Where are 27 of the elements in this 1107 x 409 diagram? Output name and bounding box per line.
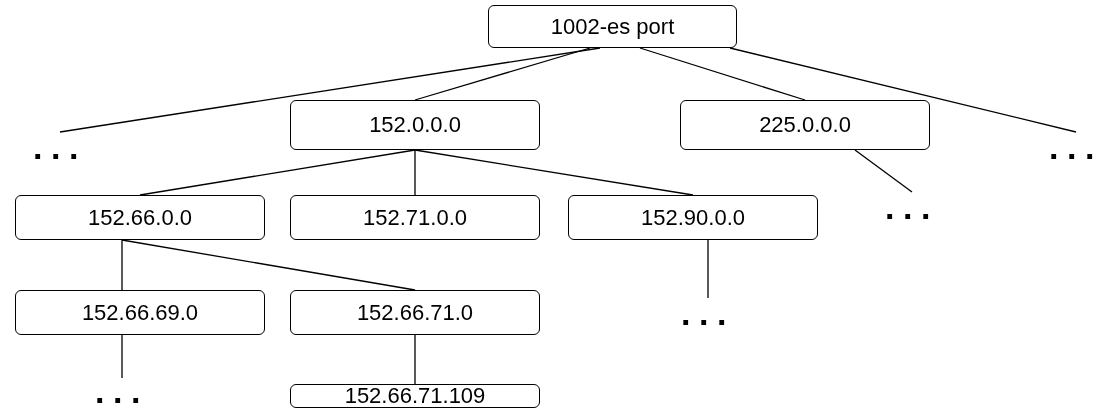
network-box: 152.66.71.109 [290, 384, 540, 408]
connector-line [414, 334, 416, 385]
connector-line [121, 239, 123, 291]
ellipsis-text: ... [1046, 130, 1106, 164]
network-box: 1002-es port [488, 5, 737, 48]
connector-line [414, 149, 416, 196]
network-box: 152.90.0.0 [568, 195, 818, 240]
connector-line [121, 334, 123, 379]
connector-line [707, 239, 709, 299]
ellipsis-text: ... [666, 296, 750, 330]
connector-line [414, 149, 694, 196]
connector-line [729, 47, 1077, 133]
ellipsis-text: ... [80, 376, 164, 408]
network-box: 152.66.0.0 [15, 195, 265, 240]
connector-line [121, 239, 416, 291]
connector-line [139, 149, 416, 196]
network-box: 225.0.0.0 [680, 100, 930, 150]
network-box: 152.0.0.0 [290, 100, 540, 150]
connector-line [639, 47, 806, 101]
connector-line [854, 149, 913, 193]
network-box: 152.71.0.0 [290, 195, 540, 240]
ellipsis-text: ... [870, 190, 954, 224]
network-box: 152.66.69.0 [15, 290, 265, 335]
network-box: 152.66.71.0 [290, 290, 540, 335]
ellipsis-text: ... [18, 130, 102, 164]
connector-line [59, 47, 601, 133]
connector-line [414, 47, 591, 101]
